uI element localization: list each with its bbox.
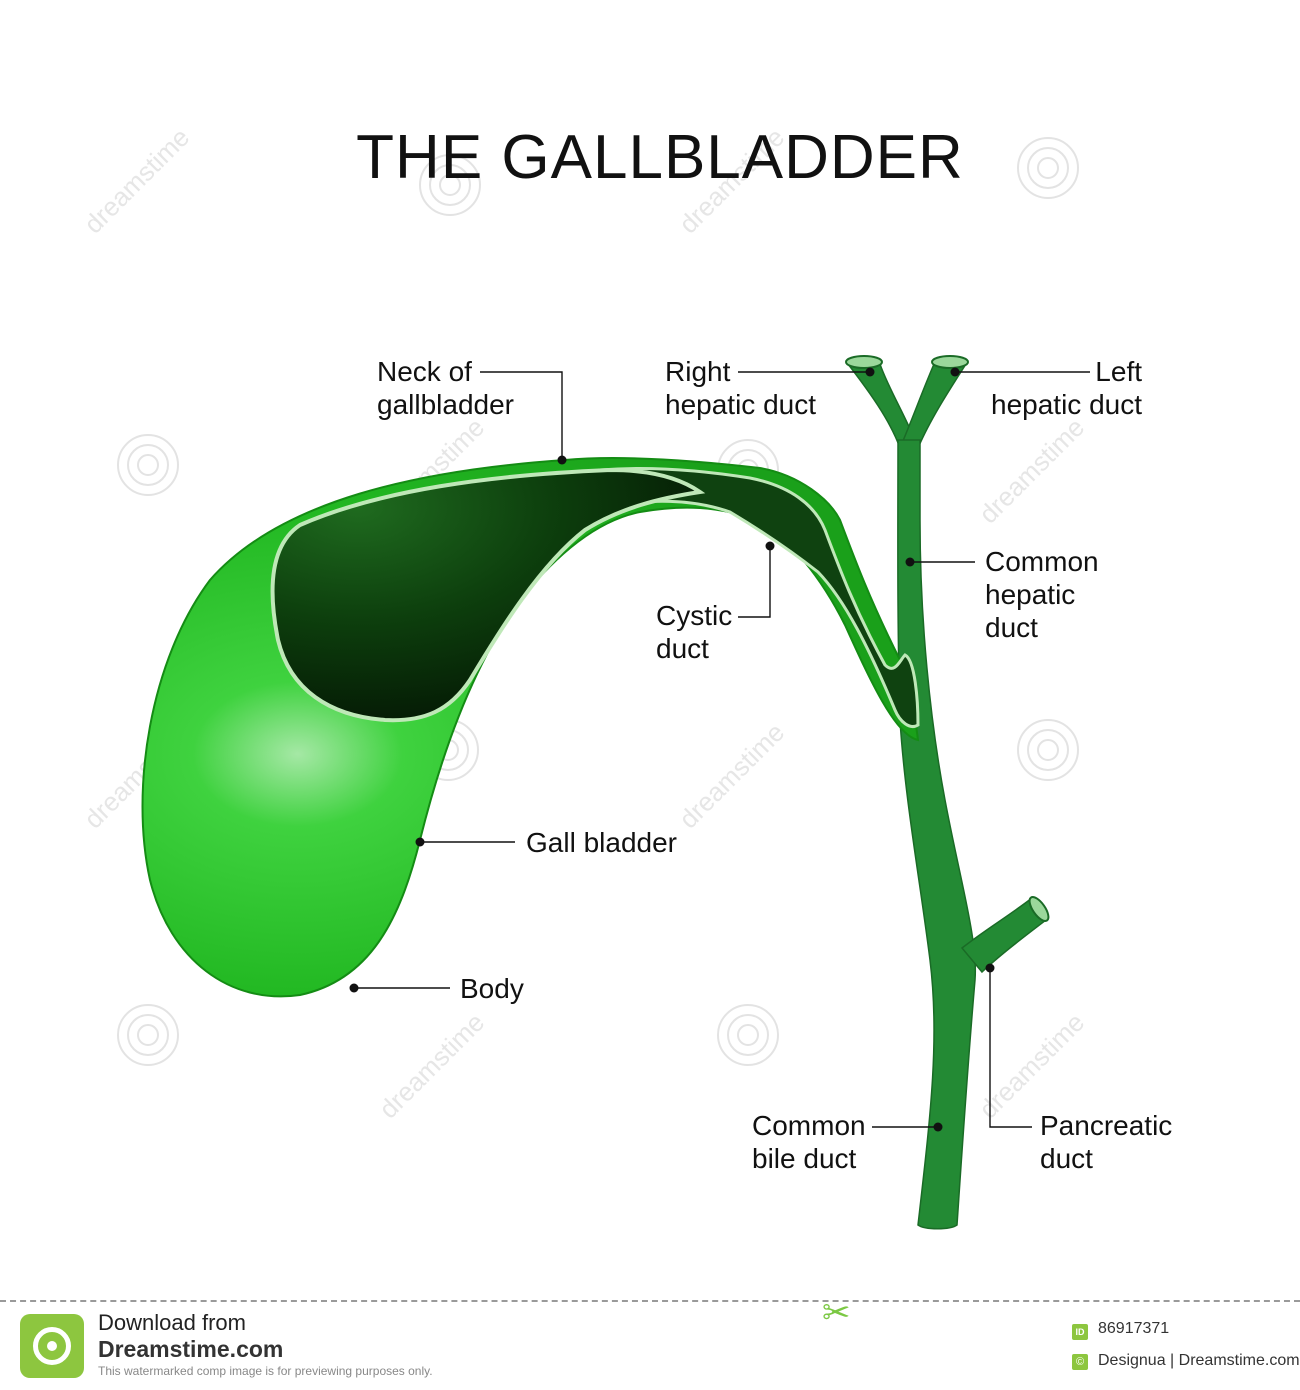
right-hepatic-opening (845, 355, 883, 369)
watermark-text: dreamstime (373, 1007, 490, 1124)
leader-pancreatic (989, 968, 1032, 1128)
dot-neck (557, 455, 567, 465)
left-hepatic-duct (898, 363, 968, 449)
site-link[interactable]: Dreamstime.com (98, 1336, 284, 1362)
watermark-footer: ✂ Download from Dreamstime.com This wate… (0, 1296, 1300, 1390)
label-pancreatic-line2: duct (1040, 1143, 1093, 1174)
copyright-icon: © (1072, 1354, 1088, 1370)
label-gall-bladder: Gall bladder (526, 827, 677, 858)
credit-text[interactable]: Designua | Dreamstime.com (1098, 1352, 1300, 1369)
dot-common-hepatic (905, 557, 915, 567)
leader-neck (480, 371, 563, 460)
dot-cystic (765, 541, 775, 551)
leader-cystic (738, 546, 771, 618)
label-common-hepatic-line2: hepatic (985, 579, 1075, 610)
label-left-hepatic-line1: Left (1095, 356, 1142, 387)
dreamstime-logo-icon[interactable] (20, 1314, 84, 1378)
gallbladder-lumen (270, 467, 706, 723)
download-text: Download from (98, 1310, 246, 1335)
label-pancreatic-line1: Pancreatic (1040, 1110, 1172, 1141)
image-id: 86917371 (1098, 1320, 1170, 1337)
label-common-bile-line1: Common (752, 1110, 866, 1141)
pancreatic-opening (1028, 896, 1050, 922)
labels: Neck of gallbladder Right hepatic duct L… (377, 356, 1172, 1174)
scissors-icon: ✂ (822, 1294, 851, 1332)
dot-gall-bladder (415, 837, 425, 847)
page-title: THE GALLBLADDER (356, 123, 964, 192)
preview-note: This watermarked comp image is for previ… (98, 1364, 433, 1378)
label-common-hepatic-line3: duct (985, 612, 1038, 643)
watermark-text: dreamstime (973, 412, 1090, 529)
label-cystic-line1: Cystic (656, 600, 732, 631)
label-cystic-line2: duct (656, 633, 709, 664)
dot-pancreatic (985, 963, 995, 973)
dot-right-hepatic (865, 367, 875, 377)
label-neck-line1: Neck of (377, 356, 472, 387)
dot-body (349, 983, 359, 993)
leaders (349, 367, 1090, 1132)
label-neck-line2: gallbladder (377, 389, 514, 420)
watermark-text: dreamstime (78, 122, 195, 239)
label-right-hepatic-line2: hepatic duct (665, 389, 816, 420)
watermark-text: dreamstime (673, 717, 790, 834)
label-common-bile-line2: bile duct (752, 1143, 857, 1174)
gallbladder-diagram: dreamstime dreamstime dreamstime dreamst… (78, 122, 1172, 1230)
left-hepatic-opening (931, 355, 969, 369)
id-badge-icon: ID (1072, 1324, 1088, 1340)
label-body: Body (460, 973, 524, 1004)
label-common-hepatic-line1: Common (985, 546, 1099, 577)
label-left-hepatic-line2: hepatic duct (991, 389, 1142, 420)
label-right-hepatic-line1: Right (665, 356, 731, 387)
cut-line (0, 1300, 1300, 1302)
dot-common-bile (933, 1122, 943, 1132)
dot-left-hepatic (950, 367, 960, 377)
